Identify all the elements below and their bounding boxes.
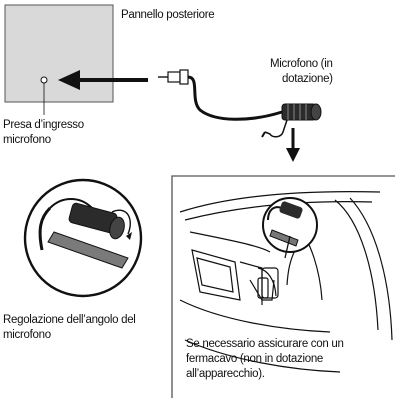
microphone-label-line2: dotazione)	[282, 73, 333, 85]
cable-tie-note-line2: fermacavo (non in dotazione	[186, 353, 324, 365]
angle-adjust-label-line2: microfono	[3, 329, 51, 341]
mic-plug	[158, 69, 189, 85]
mic-cable	[187, 75, 283, 121]
magnified-mic-view	[262, 197, 318, 259]
mic-input-label-line2: microfono	[3, 134, 51, 146]
cable-tie-note-line3: all’apparecchio).	[186, 368, 265, 380]
car-interior-frame	[171, 175, 395, 398]
microphone-label-line1: Microfono (in	[270, 58, 333, 70]
microphone	[261, 103, 322, 138]
mic-input-jack	[40, 76, 48, 84]
cable-tie-note-line1: Se necessario assicurare con un	[186, 338, 344, 350]
rear-panel-label: Pannello posteriore	[121, 9, 215, 21]
angle-adjust-view	[23, 178, 143, 298]
down-arrow	[286, 128, 300, 162]
mic-input-label-line1: Presa d’ingresso	[3, 119, 84, 131]
insert-arrow	[58, 70, 148, 90]
rear-panel	[4, 4, 114, 103]
angle-adjust-label-line1: Regolazione dell’angolo del	[3, 314, 136, 326]
